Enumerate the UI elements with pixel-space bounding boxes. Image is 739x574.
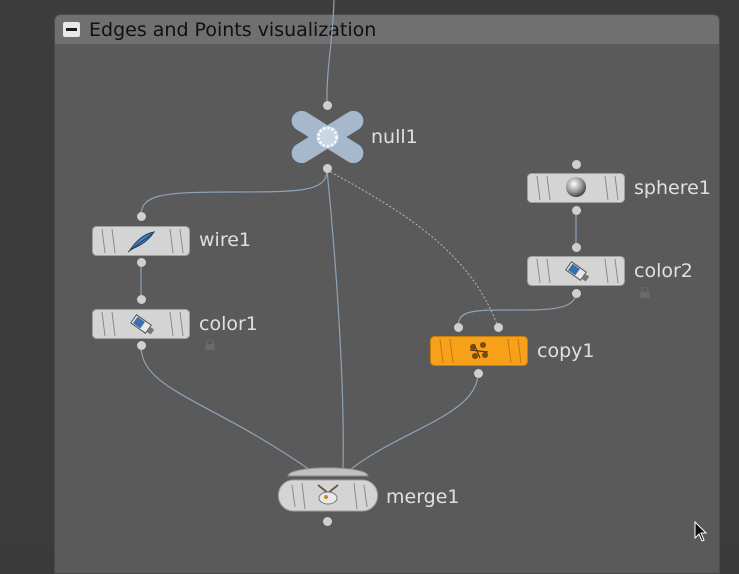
sphere1-label[interactable]: sphere1: [634, 177, 711, 199]
wire-color1-to-merge1: [140, 345, 311, 471]
network-box-title: Edges and Points visualization: [89, 19, 377, 41]
feather-wire-icon: [127, 231, 156, 253]
copy1-output-connector[interactable]: [474, 369, 483, 378]
paint-tube-icon: [565, 261, 590, 282]
wire-copy1-to-merge1: [349, 372, 479, 471]
wire-null1-to-merge1: [326, 169, 344, 471]
color1-node[interactable]: [92, 309, 190, 339]
copy-stamp-icon: [469, 342, 489, 359]
wire1-input-connector[interactable]: [137, 212, 146, 221]
wires-layer: [140, 0, 577, 471]
color1-output-connector[interactable]: [137, 341, 146, 350]
mouse-cursor-icon: [694, 521, 708, 542]
color2-label[interactable]: color2: [634, 260, 693, 282]
copy1-left-input-connector[interactable]: [454, 323, 463, 332]
sphere1-output-connector[interactable]: [572, 206, 581, 215]
null-cross-icon: [291, 111, 364, 163]
wire1-label[interactable]: wire1: [199, 229, 251, 251]
paint-tube-icon: [130, 314, 155, 335]
color2-output-connector[interactable]: [572, 289, 581, 298]
null1-output-connector[interactable]: [323, 164, 332, 173]
color2-node[interactable]: [527, 256, 625, 286]
color1-input-connector[interactable]: [137, 295, 146, 304]
merge-icon: [317, 484, 339, 505]
copy1-label[interactable]: copy1: [537, 340, 595, 362]
wire-input-to-null1: [326, 0, 335, 106]
merge1-node[interactable]: [278, 463, 378, 513]
lock-icon[interactable]: [204, 339, 216, 351]
lock-icon[interactable]: [639, 287, 651, 299]
wire1-output-connector[interactable]: [137, 258, 146, 267]
null1-node[interactable]: [291, 111, 364, 163]
sphere-icon: [566, 177, 586, 197]
merge1-output-connector[interactable]: [323, 517, 332, 526]
sphere1-node[interactable]: [527, 173, 625, 203]
collapse-button[interactable]: [63, 22, 80, 37]
color2-input-connector[interactable]: [572, 243, 581, 252]
wire-color2-to-copy1: [457, 292, 577, 328]
null1-label[interactable]: null1: [371, 126, 418, 148]
wire1-node[interactable]: [92, 226, 190, 256]
copy1-right-input-connector[interactable]: [494, 323, 503, 332]
network-box-header[interactable]: Edges and Points visualization: [55, 15, 719, 44]
color1-label[interactable]: color1: [199, 313, 258, 335]
copy1-node[interactable]: [430, 336, 528, 366]
network-box[interactable]: Edges and Points visualization: [54, 14, 720, 574]
null1-input-connector[interactable]: [323, 101, 332, 110]
wire-null1-to-copy1-dotted: [326, 169, 499, 328]
sphere1-input-connector[interactable]: [572, 160, 581, 169]
wire-null1-to-wire1: [140, 169, 328, 217]
merge1-label[interactable]: merge1: [386, 486, 460, 508]
